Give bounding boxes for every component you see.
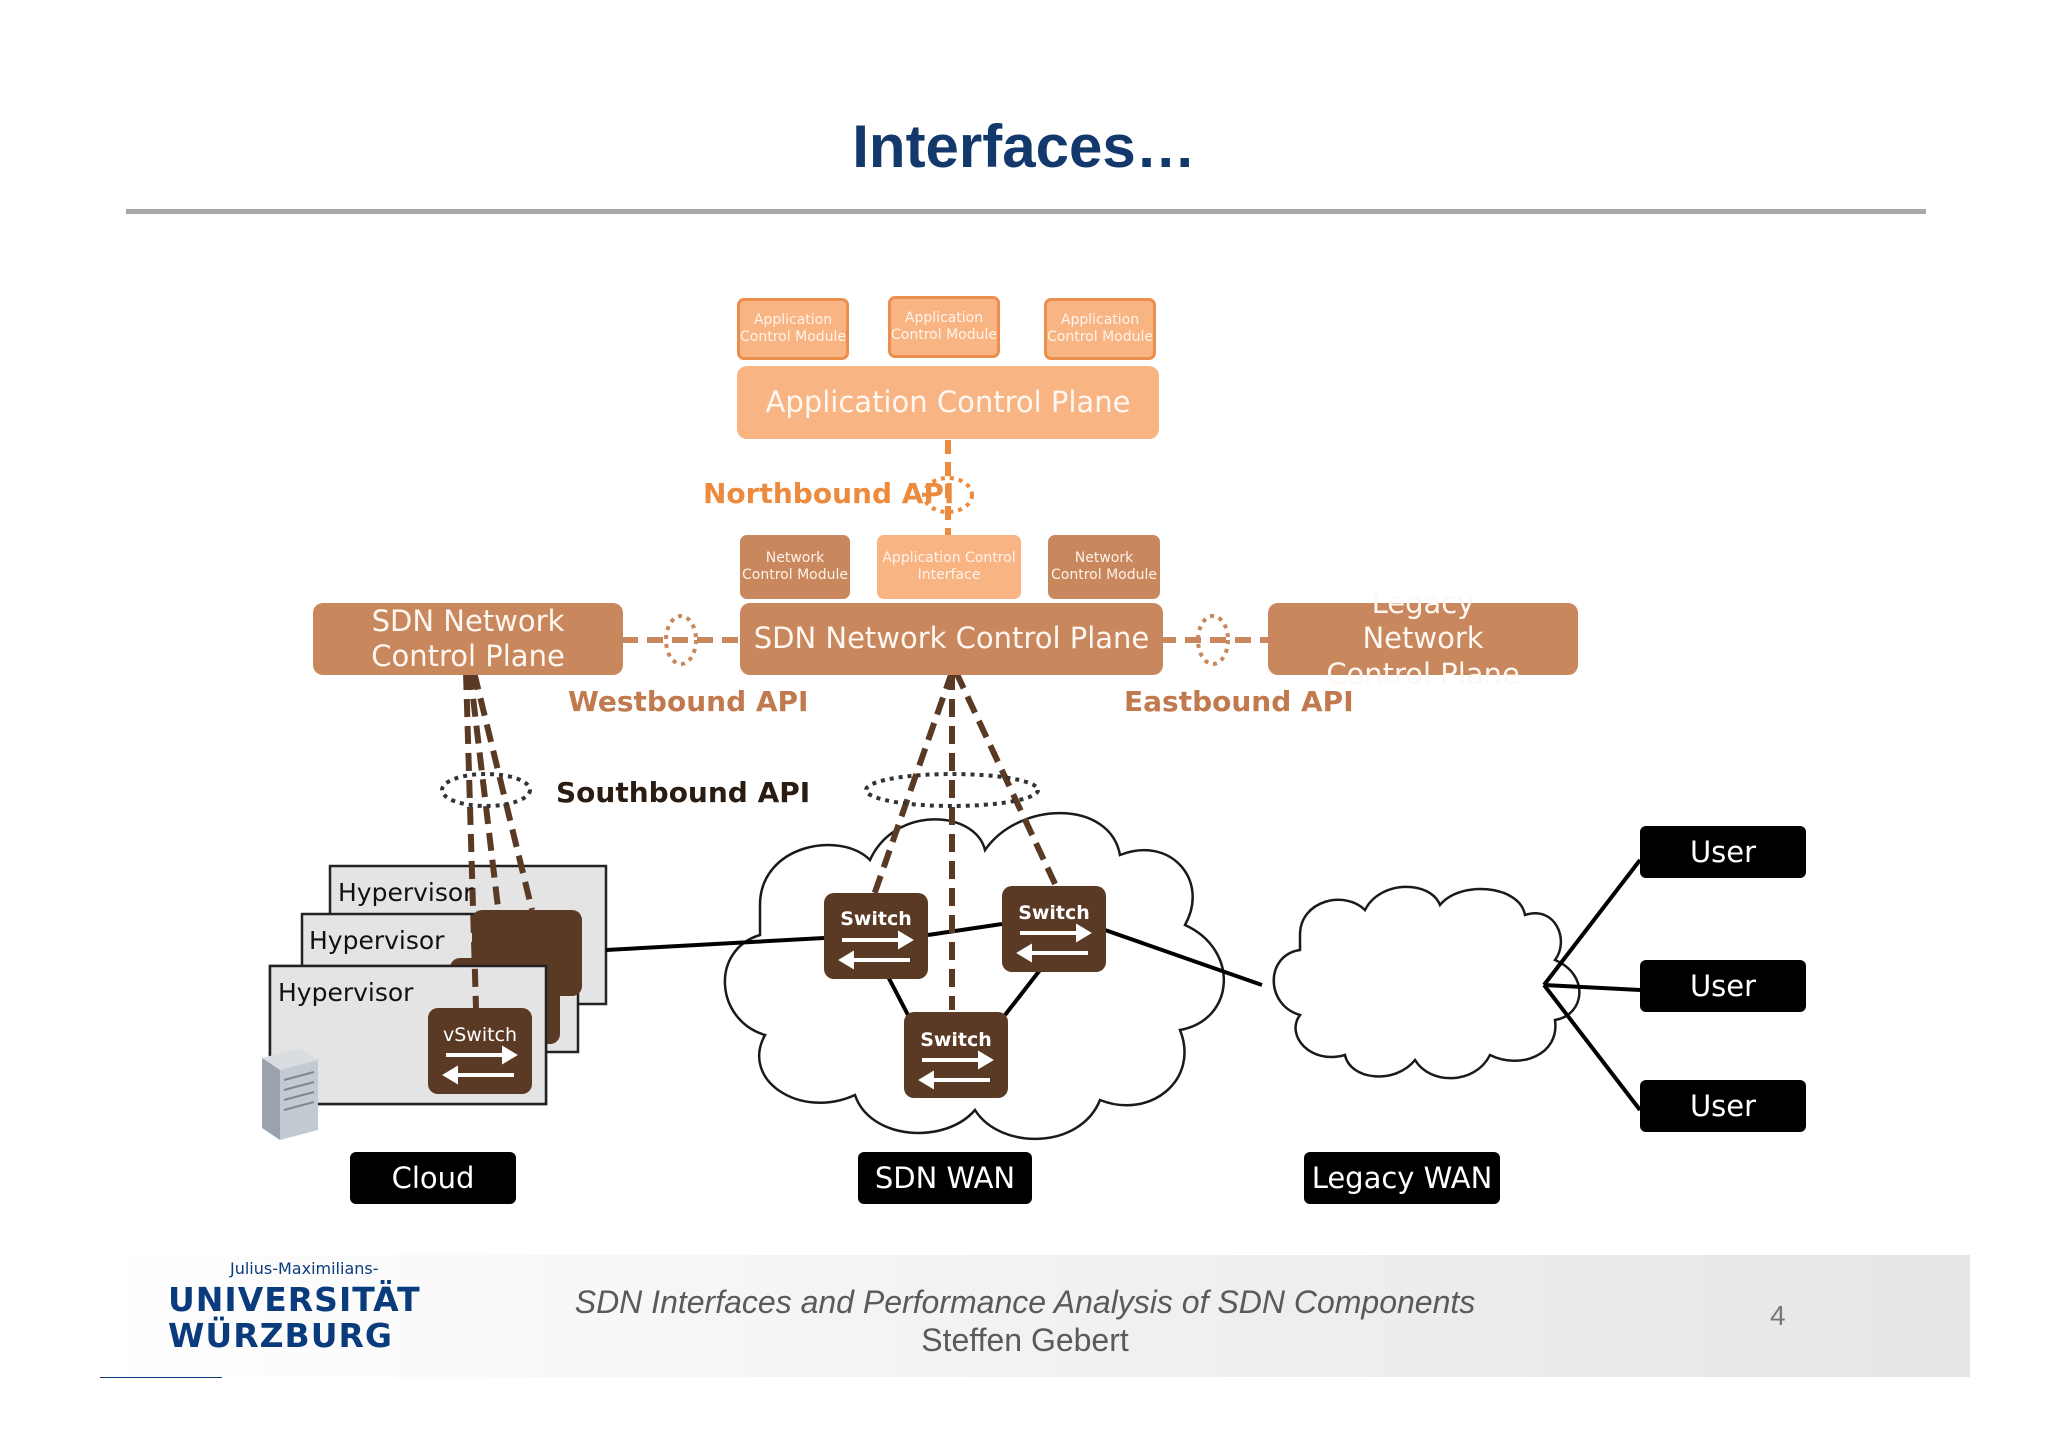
vswitch-box bbox=[428, 1008, 532, 1094]
title-divider bbox=[126, 209, 1926, 214]
southbound-api-label: Southbound API bbox=[556, 776, 811, 809]
application-control-module-3: Application Control Module bbox=[1044, 298, 1156, 360]
legacy-wan-label: Legacy WAN bbox=[1304, 1152, 1500, 1204]
footer-author: Steffen Gebert bbox=[921, 1322, 1129, 1358]
westbound-api-label: Westbound API bbox=[568, 685, 809, 718]
user-box-3: User bbox=[1640, 1080, 1806, 1132]
hypervisor-label-back: Hypervisor bbox=[338, 878, 474, 907]
sdn-network-control-plane: SDN Network Control Plane bbox=[740, 603, 1163, 675]
user-box-2: User bbox=[1640, 960, 1806, 1012]
southbound-lines-wan bbox=[871, 670, 1059, 1010]
server-tower-icon bbox=[262, 1048, 318, 1140]
application-control-interface: Application Control Interface bbox=[877, 535, 1021, 599]
switch-left bbox=[824, 893, 928, 979]
vswitch-arrows-icon bbox=[442, 1045, 518, 1085]
westbound-api-marker bbox=[664, 614, 698, 666]
southbound-api-marker-right bbox=[864, 772, 1040, 808]
application-control-module-2: Application Control Module bbox=[888, 296, 1000, 358]
hypervisor-label-middle: Hypervisor bbox=[309, 926, 445, 955]
application-control-plane: Application Control Plane bbox=[737, 366, 1159, 439]
legacy-wan-cloud bbox=[1272, 885, 1581, 1080]
northbound-api-label: Northbound API bbox=[703, 477, 955, 510]
sdn-network-control-plane-west: SDN Network Control Plane bbox=[313, 603, 623, 675]
vswitch-label: vSwitch bbox=[442, 1024, 518, 1046]
legacy-network-control-plane: Legacy Network Control Plane bbox=[1268, 586, 1578, 691]
southbound-lines-cloud bbox=[463, 671, 535, 1009]
switch-label-right: Switch bbox=[1018, 902, 1090, 924]
northbound-api-marker bbox=[922, 476, 974, 514]
switch-label-bottom: Switch bbox=[920, 1029, 992, 1051]
page-title: Interfaces… bbox=[852, 113, 1196, 180]
eastbound-api-label: Eastbound API bbox=[1124, 685, 1354, 718]
footer-talk-title: SDN Interfaces and Performance Analysis … bbox=[574, 1284, 1476, 1320]
switch-bottom bbox=[904, 1012, 1008, 1098]
university-line-1: UNIVERSITÄT bbox=[168, 1280, 421, 1319]
hypervisor-label-front: Hypervisor bbox=[278, 978, 414, 1007]
page-number: 4 bbox=[1770, 1300, 1786, 1331]
sdn-wan-label: SDN WAN bbox=[858, 1152, 1032, 1204]
cloud-label: Cloud bbox=[350, 1152, 516, 1204]
southbound-api-marker-left bbox=[440, 772, 532, 808]
university-line-2: WÜRZBURG bbox=[168, 1316, 393, 1355]
network-control-module-left: Network Control Module bbox=[740, 535, 850, 599]
eastbound-api-marker bbox=[1196, 614, 1230, 666]
application-control-module-1: Application Control Module bbox=[737, 298, 849, 360]
footer-bar bbox=[100, 1255, 1970, 1377]
network-control-module-right: Network Control Module bbox=[1048, 535, 1160, 599]
university-small-text: Julius-Maximilians- bbox=[230, 1259, 379, 1278]
user-box-1: User bbox=[1640, 826, 1806, 878]
switch-label-left: Switch bbox=[840, 908, 912, 930]
switch-right bbox=[1002, 886, 1106, 972]
